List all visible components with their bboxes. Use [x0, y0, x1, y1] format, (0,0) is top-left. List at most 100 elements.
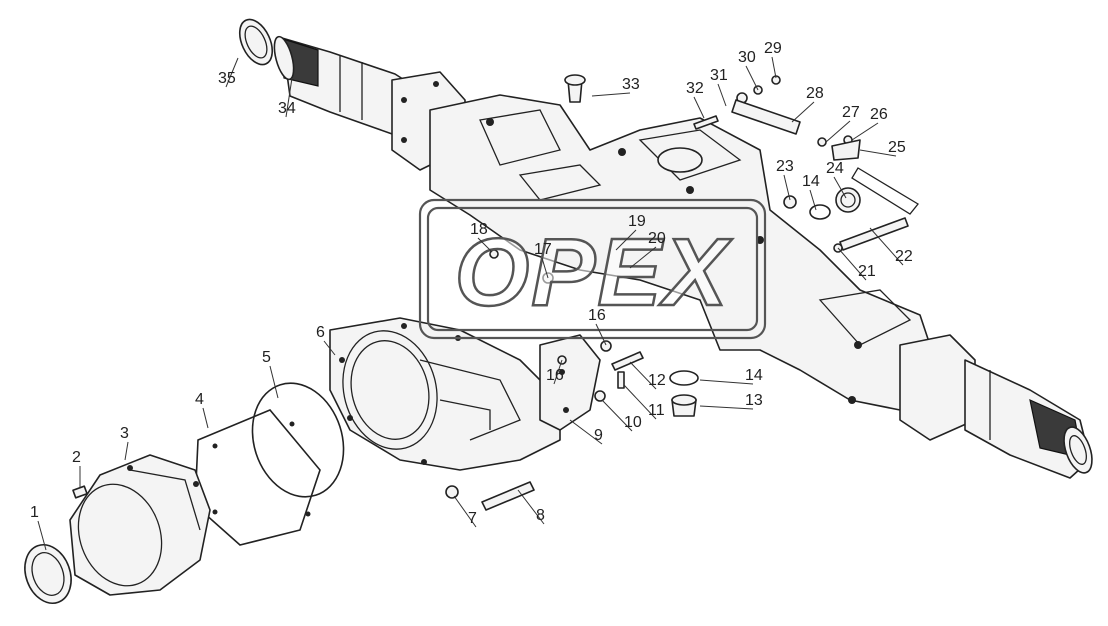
callout-22: 22 — [895, 248, 913, 265]
leader-line-21 — [837, 247, 867, 281]
callout-9: 9 — [594, 427, 603, 444]
leader-line-31 — [717, 83, 727, 107]
watermark-text: OPEX — [455, 219, 733, 326]
leader-line-16 — [595, 323, 607, 346]
leader-line-22 — [869, 227, 904, 266]
leader-line-9 — [569, 419, 603, 445]
callout-18: 18 — [470, 221, 488, 238]
callout-6: 6 — [316, 324, 325, 341]
callout-32: 32 — [686, 80, 704, 97]
leader-line-25 — [859, 149, 897, 157]
callout-16b: 16 — [546, 367, 564, 384]
rod-22 — [839, 217, 909, 251]
leader-line-27 — [825, 120, 851, 143]
gasket-4 — [194, 409, 321, 546]
gasket-5 — [251, 382, 345, 498]
leader-line-30 — [745, 65, 759, 91]
callout-5: 5 — [262, 349, 271, 366]
nut-10 — [594, 390, 606, 402]
callout-14b: 14 — [802, 173, 820, 190]
carrier-body-6 — [329, 317, 561, 471]
callout-23: 23 — [776, 158, 794, 175]
callout-16: 16 — [588, 307, 606, 324]
callout-17: 17 — [534, 241, 552, 258]
callout-4: 4 — [195, 391, 204, 408]
callout-7: 7 — [468, 510, 477, 527]
leader-line-6 — [323, 340, 336, 356]
callout-19: 19 — [628, 213, 646, 230]
leader-line-12 — [629, 361, 657, 390]
o-ring-14 — [669, 370, 699, 386]
leader-line-35 — [225, 57, 239, 88]
callout-29: 29 — [764, 40, 782, 57]
leader-line-28 — [791, 101, 815, 123]
leader-line-33 — [591, 92, 631, 97]
o-ring-14-upper — [809, 204, 831, 220]
stud-8 — [481, 481, 535, 511]
leader-line-19 — [615, 229, 637, 251]
leader-line-13 — [699, 405, 754, 410]
leader-line-8 — [517, 489, 545, 525]
leader-line-18 — [477, 237, 493, 253]
callout-28: 28 — [806, 85, 824, 102]
leader-line-3 — [124, 441, 129, 461]
callout-35: 35 — [218, 70, 236, 87]
callout-27: 27 — [842, 104, 860, 121]
leader-line-4 — [202, 407, 209, 429]
leader-line-1 — [37, 520, 47, 551]
small-hardware — [72, 74, 919, 511]
leader-line-14b — [809, 189, 817, 211]
callout-20: 20 — [648, 230, 666, 247]
stud-12 — [611, 351, 644, 371]
callout-34: 34 — [278, 100, 296, 117]
callout-30: 30 — [738, 49, 756, 66]
nut-7 — [445, 485, 459, 499]
seal-ring-35 — [238, 18, 274, 66]
leader-line-5 — [269, 365, 279, 399]
differential-carrier — [329, 317, 561, 471]
plug-24 — [835, 187, 861, 213]
leader-line-20 — [629, 246, 657, 269]
callout-14: 14 — [745, 367, 763, 384]
plug-23 — [783, 195, 797, 209]
leader-line-34 — [285, 77, 293, 118]
callout-26: 26 — [870, 106, 888, 123]
rod-28 — [731, 99, 801, 135]
callout-1: 1 — [30, 504, 39, 521]
callout-24: 24 — [826, 160, 844, 177]
callout-12: 12 — [648, 372, 666, 389]
pin-11 — [617, 371, 625, 389]
watermark-frame — [418, 198, 767, 340]
leader-line-26 — [851, 122, 879, 141]
callout-8: 8 — [536, 507, 545, 524]
leader-line-14 — [699, 379, 754, 385]
callout-33: 33 — [622, 76, 640, 93]
leader-line-16b — [553, 359, 563, 385]
callout-11: 11 — [648, 402, 665, 419]
leader-line-11 — [623, 384, 657, 420]
bracket-25 — [831, 139, 861, 161]
bolt-32 — [693, 115, 719, 130]
bolt-2 — [72, 485, 88, 499]
callout-21: 21 — [858, 263, 876, 280]
cover-plate-9 — [539, 334, 601, 431]
watermark: OPEX — [418, 198, 767, 340]
callout-13: 13 — [745, 392, 763, 409]
right-spindle-flange — [899, 334, 976, 441]
callout-2: 2 — [72, 449, 81, 466]
leader-line-23 — [783, 174, 791, 201]
leader-line-7 — [453, 495, 477, 528]
seal-1 — [24, 544, 72, 604]
callout-31: 31 — [710, 67, 728, 84]
callout-10: 10 — [624, 414, 642, 431]
right-axle-spindle — [899, 334, 1093, 479]
leader-line-10 — [601, 399, 633, 432]
leader-line-29 — [771, 56, 777, 79]
callout-3: 3 — [120, 425, 129, 442]
leader-line-17 — [541, 257, 549, 279]
washer-27 — [817, 137, 827, 147]
callout-25: 25 — [888, 139, 906, 156]
